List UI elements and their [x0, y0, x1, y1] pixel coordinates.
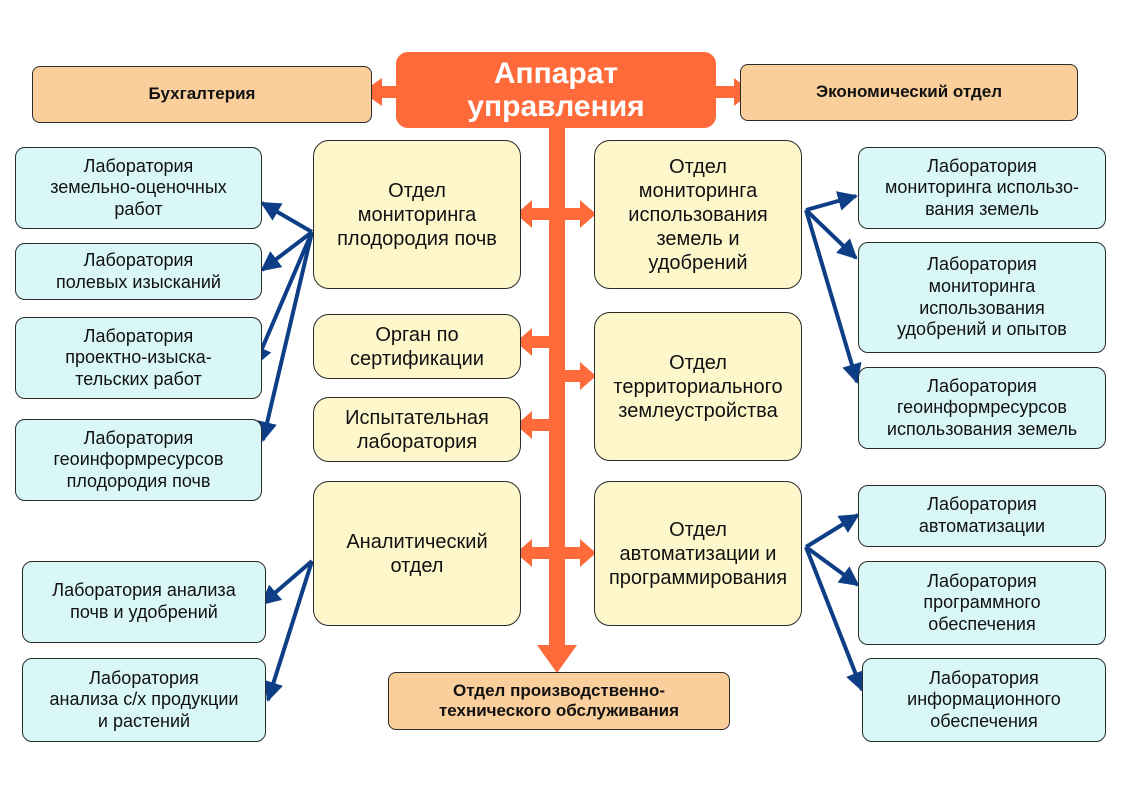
lab-design-survey: Лаборатория проектно-изыска- тельских ра… [15, 317, 262, 399]
soil-fertility-monitoring-dept: Отдел мониторинга плодородия почв [313, 140, 521, 289]
lab-information-support: Лаборатория информационного обеспечения [862, 658, 1106, 742]
arrow-to-analytical [516, 539, 550, 567]
main-trunk [549, 125, 565, 645]
economic-department-box: Экономический отдел [740, 64, 1078, 121]
lab-land-valuation: Лаборатория земельно-оценочных работ [15, 147, 262, 229]
link-lab-automation [804, 513, 860, 549]
link-lab-land-valuation [260, 201, 314, 234]
link-lab-fertilizer-monitoring [804, 208, 858, 260]
production-technical-service-dept: Отдел производственно- технического обсл… [388, 672, 730, 730]
link-lab-information [804, 546, 865, 692]
arrow-to-certification [516, 328, 550, 356]
link-lab-field-survey [260, 230, 314, 272]
arrow-to-soil-monitoring [516, 200, 550, 228]
lab-geoinfo-land-use: Лаборатория геоинформресурсов использова… [858, 367, 1106, 449]
territorial-land-management-dept: Отдел территориального землеустройства [594, 312, 802, 461]
trunk-arrow-down [537, 645, 577, 673]
certification-body: Орган по сертификации [313, 314, 521, 379]
arrow-to-land-monitoring [564, 200, 596, 228]
link-lab-geoinfo-land [804, 209, 862, 384]
link-lab-software [804, 545, 860, 587]
link-lab-agri-analysis [263, 560, 314, 702]
arrow-to-territorial [564, 362, 596, 390]
automation-programming-dept: Отдел автоматизации и программирования [594, 481, 802, 626]
arrow-to-test-lab [516, 411, 550, 439]
lab-fertilizer-experiments-monitoring: Лаборатория мониторинга использования уд… [858, 242, 1106, 353]
arrow-to-economic [716, 86, 736, 98]
lab-automation: Лаборатория автоматизации [858, 485, 1106, 547]
lab-field-survey: Лаборатория полевых изысканий [15, 243, 262, 300]
analytical-dept: Аналитический отдел [313, 481, 521, 626]
lab-soil-fertilizer-analysis: Лаборатория анализа почв и удобрений [22, 561, 266, 643]
management-box: Аппарат управления [396, 52, 716, 128]
lab-agri-products-analysis: Лаборатория анализа с/х продукции и раст… [22, 658, 266, 742]
testing-laboratory: Испытательная лаборатория [313, 397, 521, 462]
link-lab-land-use-monitoring [805, 191, 858, 212]
accounting-box: Бухгалтерия [32, 66, 372, 123]
arrow-to-automation [564, 539, 596, 567]
land-fertilizer-monitoring-dept: Отдел мониторинга использования земель и… [594, 140, 802, 289]
link-lab-geoinfo-soil [257, 231, 314, 442]
link-lab-soil-analysis [260, 559, 314, 606]
lab-land-use-monitoring: Лаборатория мониторинга использо- вания … [858, 147, 1106, 229]
lab-software: Лаборатория программного обеспечения [858, 561, 1106, 645]
lab-geoinfo-soil: Лаборатория геоинформресурсов плодородия… [15, 419, 262, 501]
link-lab-design-survey [252, 231, 314, 367]
